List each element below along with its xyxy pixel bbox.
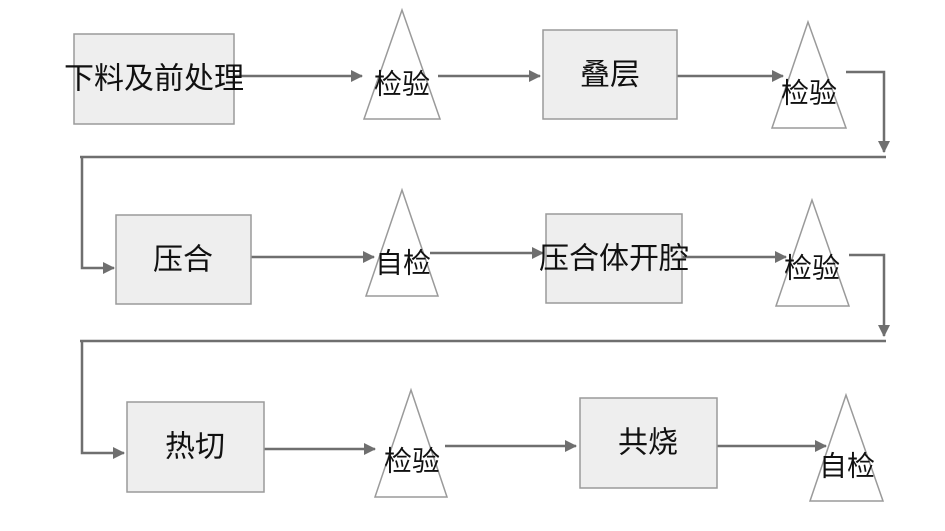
process-label: 压合体开腔 [539,242,689,277]
connector-arrow [80,157,115,274]
inspection-label: 检验 [781,77,837,110]
inspection-triangle [774,197,851,307]
inspection-triangle [364,187,440,297]
process-box [115,214,252,305]
inspection-triangle [808,392,885,502]
process-step-hot-cutting: 热切 [126,401,265,493]
process-step-lamination: 叠层 [542,29,678,120]
process-label: 热切 [165,430,225,465]
process-step-cavity-opening: 压合体开腔 [539,213,689,304]
connector-arrow [846,70,890,153]
process-label: 共烧 [618,426,678,461]
process-box [579,397,718,489]
process-label: 下料及前处理 [64,62,244,97]
self-check-step: 自检 [808,392,885,502]
inspection-label: 自检 [819,450,875,483]
inspection-step: 检验 [774,197,851,307]
process-label: 压合 [153,243,213,278]
inspection-triangle [373,387,449,498]
inspection-step: 检验 [770,19,848,129]
connector-arrow [80,341,125,459]
process-step-pressing: 压合 [115,214,252,305]
inspection-label: 自检 [375,247,431,280]
process-box [73,33,235,125]
process-step-cutting-pretreatment: 下料及前处理 [64,33,244,125]
process-box [542,29,678,120]
process-box [545,213,683,304]
inspection-label: 检验 [784,252,840,285]
inspection-triangle [770,19,848,129]
process-step-cofiring: 共烧 [579,397,718,489]
inspection-triangle [362,7,442,120]
inspection-label: 检验 [374,68,430,101]
inspection-label: 检验 [384,445,440,478]
connector-arrow [849,253,890,337]
self-check-step: 自检 [364,187,440,297]
process-box [126,401,265,493]
inspection-step: 检验 [362,7,442,120]
process-label: 叠层 [580,58,640,93]
inspection-step: 检验 [373,387,449,498]
